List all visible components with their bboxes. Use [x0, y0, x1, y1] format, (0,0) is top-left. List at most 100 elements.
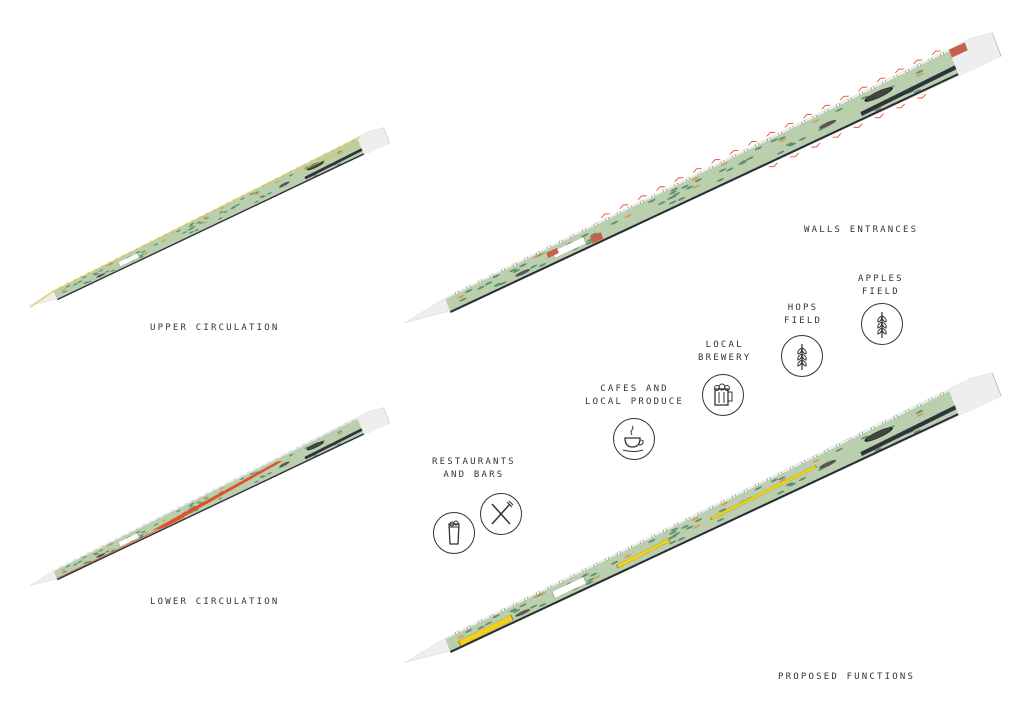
tree	[860, 435, 869, 440]
tree	[716, 177, 725, 182]
lower-path	[151, 460, 284, 531]
fence-post	[593, 562, 598, 567]
fence-post	[454, 630, 460, 635]
fence-post	[247, 471, 250, 475]
tree	[204, 217, 209, 220]
tree	[778, 478, 787, 483]
fence-post	[870, 86, 875, 90]
fence-post	[939, 51, 945, 56]
tree	[509, 268, 517, 273]
tree	[694, 178, 703, 183]
tree	[691, 516, 700, 521]
tree	[492, 274, 500, 279]
tree	[610, 560, 619, 565]
tree	[788, 482, 797, 487]
fence-post	[708, 505, 714, 510]
fence-post	[824, 108, 829, 113]
tree	[77, 560, 83, 563]
tree	[681, 524, 689, 529]
entrance-marker	[655, 186, 666, 191]
fence-post	[905, 68, 910, 73]
tree	[143, 252, 149, 255]
tree	[532, 594, 540, 599]
tree	[204, 497, 209, 500]
label-cafes: CAFES AND LOCAL PRODUCE	[585, 384, 685, 407]
tree	[187, 228, 193, 231]
entrance-marker	[831, 133, 842, 138]
tree	[509, 608, 517, 613]
tree	[138, 535, 144, 539]
tree	[189, 502, 195, 506]
fence-post	[547, 245, 552, 250]
site-upper-circulation	[28, 127, 391, 308]
tree	[785, 482, 794, 487]
tree	[581, 233, 589, 238]
site-walls-entrances	[403, 32, 1002, 324]
tree	[519, 263, 527, 268]
tree	[217, 497, 223, 500]
fence-post	[94, 548, 97, 552]
fence-post	[628, 545, 633, 550]
tree	[915, 69, 924, 74]
fence-post	[778, 131, 783, 136]
tree	[143, 532, 149, 535]
tree	[913, 429, 922, 434]
tree	[189, 222, 195, 226]
tree	[666, 195, 675, 200]
tree	[519, 603, 527, 608]
fence-post	[535, 590, 540, 595]
tree	[83, 561, 89, 565]
tree	[304, 446, 309, 449]
tree	[720, 161, 729, 166]
tree	[916, 72, 924, 77]
tree	[65, 285, 71, 288]
tree	[669, 540, 677, 545]
tree	[98, 549, 103, 552]
tree	[648, 538, 656, 543]
tank-large	[306, 161, 324, 171]
fence-post	[177, 506, 181, 510]
tree	[202, 216, 207, 219]
tree	[240, 197, 245, 200]
tree	[581, 573, 589, 578]
fence-post	[651, 194, 656, 199]
tree	[670, 187, 679, 192]
entrance-marker	[874, 113, 885, 119]
tree	[337, 150, 342, 154]
label-apples: APPLES FIELD	[858, 274, 904, 297]
tree	[529, 264, 538, 269]
entrance-marker	[692, 168, 703, 173]
fence-post	[115, 538, 118, 541]
fence-post	[233, 478, 237, 482]
fence-post	[205, 492, 209, 496]
fence-post	[674, 182, 679, 187]
fence-post	[743, 148, 748, 153]
tree	[512, 269, 521, 273]
tree	[694, 518, 703, 523]
tree	[672, 532, 681, 537]
tree	[235, 203, 240, 207]
tank-small	[515, 269, 531, 277]
fence-post	[478, 279, 483, 284]
fence-post	[524, 256, 529, 261]
tree	[135, 530, 141, 534]
tree	[82, 275, 87, 279]
tree	[718, 168, 727, 173]
entrance-marker	[765, 132, 777, 137]
fence-post	[766, 477, 771, 482]
tree	[153, 243, 159, 246]
tree	[494, 282, 502, 287]
fence-post	[296, 447, 299, 450]
fence-post	[59, 566, 63, 569]
fence-post	[870, 426, 875, 430]
fence-post	[66, 562, 70, 566]
tree	[65, 565, 71, 568]
stairs	[551, 576, 587, 599]
fence-post	[581, 228, 587, 233]
tree	[586, 577, 595, 582]
fence-post	[212, 489, 216, 492]
entrance-marker	[789, 152, 800, 158]
tank-large	[864, 87, 893, 102]
tree	[529, 604, 538, 609]
tree	[835, 107, 843, 112]
